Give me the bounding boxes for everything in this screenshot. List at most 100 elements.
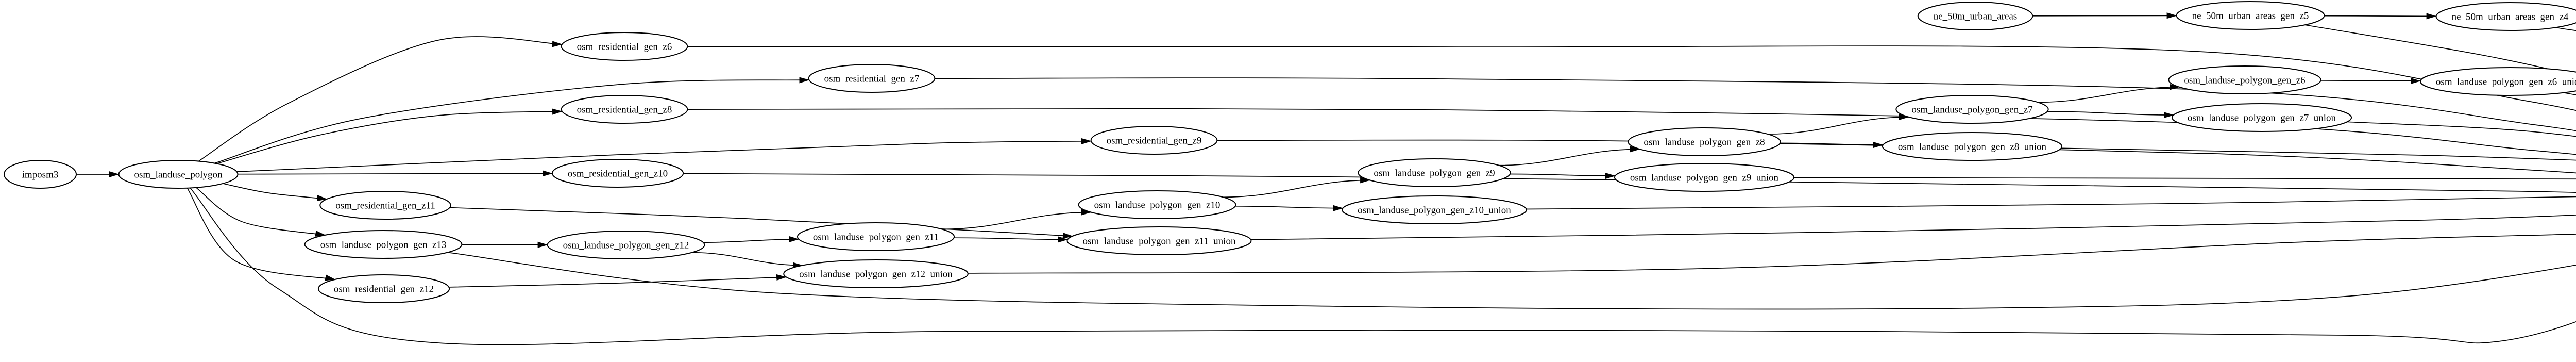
osm_landuse_polygon_gen_z6_union-label: osm_landuse_polygon_gen_z6_union <box>2436 77 2576 88</box>
edge-osm_landuse_polygon_gen_z8-to-osm_landuse_polygon_gen_z7 <box>1768 113 1909 135</box>
edge-osm_landuse_polygon_gen_z11-to-osm_landuse_polygon_gen_z10 <box>942 209 1092 230</box>
edge-ne_50m_urban_areas_gen_z4-to-layer-z4 <box>2555 27 2576 31</box>
node-osm_landuse_polygon_gen_z11: osm_landuse_polygon_gen_z11 <box>796 222 955 251</box>
osm_residential_gen_z9-label: osm_residential_gen_z9 <box>1107 136 1202 146</box>
node-osm_landuse_polygon: osm_landuse_polygon <box>118 160 239 189</box>
node-ne_50m_urban_areas_gen_z4: ne_50m_urban_areas_gen_z4 <box>2435 2 2576 31</box>
edge-osm_landuse_polygon_gen_z11_union-to-layer-z11 <box>1250 215 2576 240</box>
osm_landuse_polygon_gen_z11-shape <box>796 222 955 251</box>
osm_landuse_polygon_gen_z10-shape <box>1078 190 1236 219</box>
edge-osm_landuse_polygon_gen_z12_union-to-layer-z12 <box>968 234 2576 274</box>
ne_50m_urban_areas_gen_z4-shape <box>2435 2 2576 31</box>
ne_50m_urban_areas_gen_z5-label: ne_50m_urban_areas_gen_z5 <box>2192 11 2309 22</box>
osm_residential_gen_z10-label: osm_residential_gen_z10 <box>568 169 668 179</box>
osm_landuse_polygon-shape <box>118 160 239 189</box>
osm_landuse_polygon_gen_z9-label: osm_landuse_polygon_gen_z9 <box>1374 168 1495 179</box>
edge-osm_residential_gen_z12-to-osm_landuse_polygon_gen_z12_union <box>449 274 787 288</box>
node-ne_50m_urban_areas_gen_z5: ne_50m_urban_areas_gen_z5 <box>2176 1 2325 30</box>
edge-osm_landuse_polygon_gen_z10_union-to-layer-z10 <box>1526 196 2576 210</box>
osm_residential_gen_z9-shape <box>1090 126 1218 155</box>
edge-osm_residential_gen_z7-to-layer-z7 <box>935 77 2576 131</box>
osm_residential_gen_z12-shape <box>317 274 450 303</box>
osm_landuse_polygon_gen_z9_union-shape <box>1614 163 1795 192</box>
osm_landuse_polygon_gen_z6-label: osm_landuse_polygon_gen_z6 <box>2184 75 2305 86</box>
edge-ne_50m_urban_areas-to-ne_50m_urban_areas_gen_z5 <box>2032 12 2177 19</box>
edge-osm_residential_gen_z6-to-layer-z6 <box>687 45 2576 111</box>
edge-osm_landuse_polygon_gen_z9-to-osm_landuse_polygon_gen_z8 <box>1499 146 1640 166</box>
osm_landuse_polygon-label: osm_landuse_polygon <box>134 170 223 180</box>
node-osm_residential_gen_z9: osm_residential_gen_z9 <box>1090 126 1218 155</box>
edge-osm_landuse_polygon_gen_z10-to-osm_landuse_polygon_gen_z9 <box>1223 177 1371 198</box>
node-osm_landuse_polygon_gen_z6_union: osm_landuse_polygon_gen_z6_union <box>2419 67 2576 96</box>
edge-osm_landuse_polygon_gen_z11-to-osm_landuse_polygon_gen_z11_union <box>954 236 1069 243</box>
node-osm_landuse_polygon_gen_z8_union: osm_landuse_polygon_gen_z8_union <box>1882 132 2063 161</box>
osm_landuse_polygon_gen_z11_union-label: osm_landuse_polygon_gen_z11_union <box>1083 236 1236 247</box>
edge-ne_50m_urban_areas_gen_z5-to-ne_50m_urban_areas_gen_z4 <box>2324 13 2437 20</box>
edge-ne_50m_urban_areas_gen_z5-to-layer-z5 <box>2304 24 2576 76</box>
osm_landuse_polygon_gen_z7_union-shape <box>2171 103 2352 132</box>
osm_landuse_polygon_gen_z10_union-label: osm_landuse_polygon_gen_z10_union <box>1358 205 1511 216</box>
osm_landuse_polygon_gen_z8-shape <box>1628 127 1781 156</box>
edge-osm_landuse_polygon_gen_z9-to-osm_landuse_polygon_gen_z9_union <box>1510 172 1616 179</box>
edge-osm_landuse_polygon_gen_z13-to-layer-z13 <box>447 252 2576 310</box>
node-osm_residential_gen_z11: osm_residential_gen_z11 <box>319 191 451 220</box>
edge-osm_landuse_polygon-to-osm_residential_gen_z11 <box>223 183 328 201</box>
node-osm_landuse_polygon_gen_z8: osm_landuse_polygon_gen_z8 <box>1628 127 1781 156</box>
edge-osm_landuse_polygon_gen_z9_union-to-layer-z9 <box>1794 177 2576 180</box>
osm_landuse_polygon_gen_z13-label: osm_landuse_polygon_gen_z13 <box>320 240 447 251</box>
edge-osm_landuse_polygon-to-osm_landuse_polygon_gen_z13 <box>196 187 326 237</box>
osm_landuse_polygon_gen_z11-label: osm_landuse_polygon_gen_z11 <box>813 232 939 243</box>
edge-osm_landuse_polygon-to-osm_residential_gen_z7 <box>214 77 810 164</box>
osm_landuse_polygon_gen_z12_union-label: osm_landuse_polygon_gen_z12_union <box>799 269 953 280</box>
imposm3-shape <box>4 160 77 189</box>
ne_50m_urban_areas_gen_z5-shape <box>2176 1 2325 30</box>
node-osm_landuse_polygon_gen_z13: osm_landuse_polygon_gen_z13 <box>304 230 463 259</box>
osm_landuse_polygon_gen_z12-shape <box>547 231 705 259</box>
imposm3-label: imposm3 <box>22 170 59 180</box>
edge-osm_landuse_polygon-to-osm_residential_gen_z8 <box>216 108 563 164</box>
node-osm_landuse_polygon_gen_z10_union: osm_landuse_polygon_gen_z10_union <box>1342 195 1527 224</box>
edge-osm_landuse_polygon_gen_z8_union-to-layer-z8 <box>2061 147 2576 161</box>
osm_residential_gen_z11-label: osm_residential_gen_z11 <box>335 201 435 211</box>
node-osm_landuse_polygon_gen_z6: osm_landuse_polygon_gen_z6 <box>2168 65 2321 94</box>
edge-osm_landuse_polygon-to-osm_residential_gen_z6 <box>198 36 563 162</box>
osm_landuse_polygon_gen_z6-shape <box>2168 65 2321 94</box>
osm_landuse_polygon_gen_z12-label: osm_landuse_polygon_gen_z12 <box>563 240 689 251</box>
edge-osm_landuse_polygon_gen_z6_union-to-layer-z6 <box>2563 92 2576 95</box>
edge-osm_landuse_polygon_gen_z12-to-osm_landuse_polygon_gen_z12_union <box>691 252 803 269</box>
node-osm_landuse_polygon_gen_z9_union: osm_landuse_polygon_gen_z9_union <box>1614 163 1795 192</box>
osm_residential_gen_z7-label: osm_residential_gen_z7 <box>824 74 920 85</box>
osm_residential_gen_z8-shape <box>561 95 688 124</box>
edge-osm_landuse_polygon-to-osm_residential_gen_z10 <box>238 170 553 177</box>
ne_50m_urban_areas_gen_z4-label: ne_50m_urban_areas_gen_z4 <box>2452 12 2569 23</box>
osm_landuse_polygon_gen_z9_union-label: osm_landuse_polygon_gen_z9_union <box>1630 173 1779 184</box>
osm_residential_gen_z6-shape <box>561 32 688 61</box>
osm_residential_gen_z6-label: osm_residential_gen_z6 <box>577 42 672 53</box>
ne_50m_urban_areas-label: ne_50m_urban_areas <box>1934 11 2018 22</box>
osm_residential_gen_z12-label: osm_residential_gen_z12 <box>334 284 434 295</box>
edge-osm_residential_gen_z10-to-layer-z10 <box>683 173 2576 193</box>
node-osm_residential_gen_z10: osm_residential_gen_z10 <box>551 159 684 188</box>
osm_landuse_polygon_gen_z10_union-shape <box>1342 195 1527 224</box>
edge-osm_landuse_polygon_gen_z7-to-osm_landuse_polygon_gen_z7_union <box>2047 111 2174 119</box>
edge-osm_residential_gen_z11-to-osm_landuse_polygon_gen_z11_union <box>449 207 1073 239</box>
node-osm_landuse_polygon_gen_z7: osm_landuse_polygon_gen_z7 <box>1895 95 2049 124</box>
osm_residential_gen_z10-shape <box>551 159 684 188</box>
node-osm_landuse_polygon_gen_z10: osm_landuse_polygon_gen_z10 <box>1078 190 1236 219</box>
edge-layer <box>76 12 2576 345</box>
node-ne_50m_urban_areas: ne_50m_urban_areas <box>1917 2 2033 30</box>
edge-osm_landuse_polygon_gen_z12-to-osm_landuse_polygon_gen_z11 <box>703 236 800 243</box>
node-osm_landuse_polygon_gen_z12_union: osm_landuse_polygon_gen_z12_union <box>783 259 969 288</box>
edge-osm_residential_gen_z9-to-layer-z9 <box>1217 139 2576 174</box>
edge-osm_landuse_polygon_gen_z6-to-osm_landuse_polygon_gen_z6_union <box>2320 77 2421 84</box>
node-osm_landuse_polygon_gen_z7_union: osm_landuse_polygon_gen_z7_union <box>2171 103 2352 132</box>
edge-osm_landuse_polygon_gen_z10-to-osm_landuse_polygon_gen_z10_union <box>1235 205 1344 211</box>
ne_50m_urban_areas-shape <box>1917 2 2033 30</box>
osm_landuse_polygon_gen_z7_union-label: osm_landuse_polygon_gen_z7_union <box>2188 113 2336 124</box>
node-osm_landuse_polygon_gen_z9: osm_landuse_polygon_gen_z9 <box>1358 158 1511 187</box>
osm_residential_gen_z7-shape <box>808 64 936 93</box>
node-imposm3: imposm3 <box>4 160 77 189</box>
node-osm_landuse_polygon_gen_z11_union: osm_landuse_polygon_gen_z11_union <box>1066 226 1252 255</box>
